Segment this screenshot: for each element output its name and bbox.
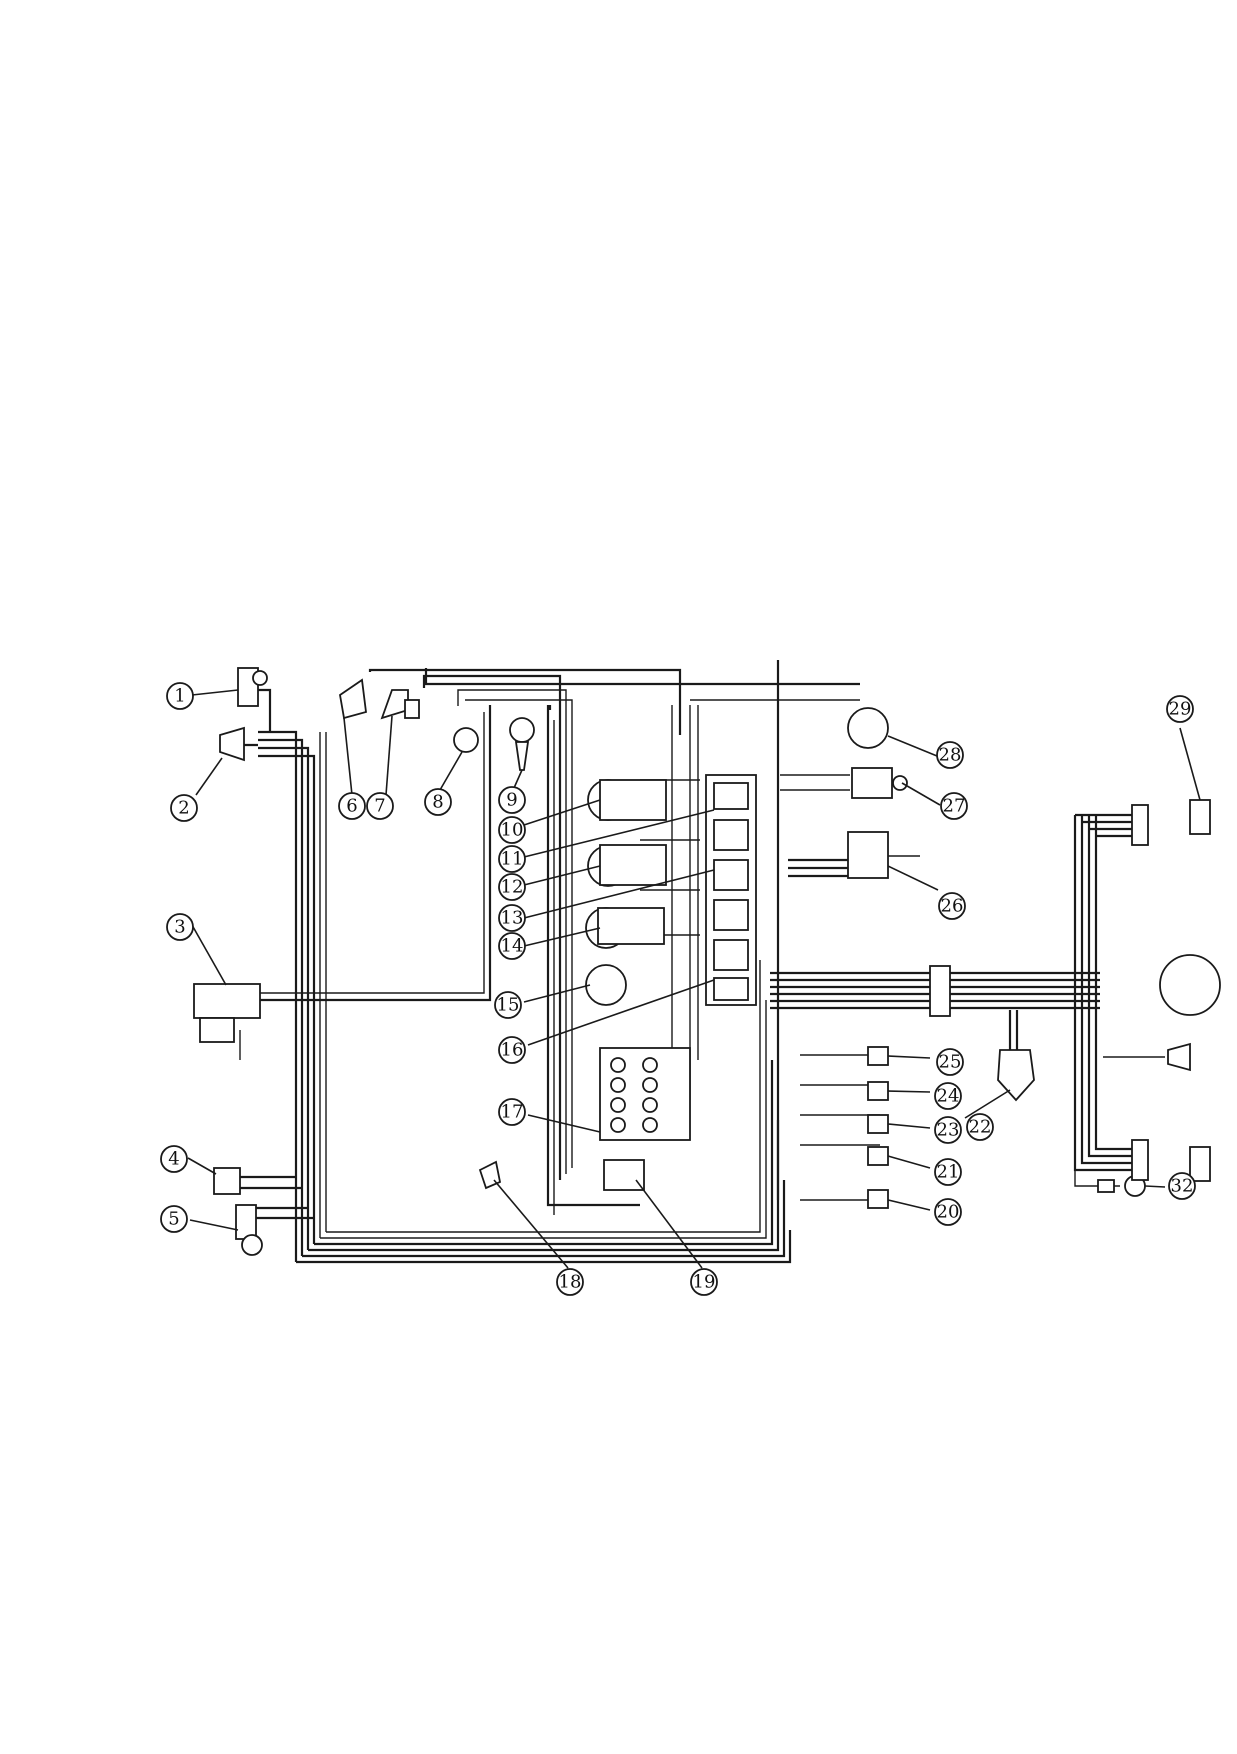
callout-28: 28 xyxy=(936,741,964,769)
callout-leaders xyxy=(187,689,1201,1269)
component-24 xyxy=(867,1081,889,1101)
callout-label-27: 27 xyxy=(943,796,966,817)
callout-label-32: 32 xyxy=(1171,1176,1194,1197)
callout-label-2: 2 xyxy=(178,798,189,819)
callout-label-28: 28 xyxy=(939,745,962,766)
callout-19: 19 xyxy=(690,1268,718,1296)
component-15 xyxy=(585,964,627,1006)
callout-26: 26 xyxy=(938,892,966,920)
callout-label-13: 13 xyxy=(501,908,524,929)
callout-label-19: 19 xyxy=(693,1272,716,1293)
component-21 xyxy=(867,1146,889,1166)
callout-6: 6 xyxy=(338,792,366,820)
callout-5: 5 xyxy=(160,1205,188,1233)
callout-24: 24 xyxy=(934,1082,962,1110)
callout-29: 29 xyxy=(1166,695,1194,723)
callout-label-5: 5 xyxy=(168,1209,179,1230)
callout-label-21: 21 xyxy=(937,1162,960,1183)
callout-22: 22 xyxy=(966,1113,994,1141)
callout-label-11: 11 xyxy=(501,849,524,870)
horn-right xyxy=(1167,1042,1191,1072)
callout-18: 18 xyxy=(556,1268,584,1296)
component-29 xyxy=(1189,799,1211,835)
component-4 xyxy=(213,1167,241,1195)
callout-11: 11 xyxy=(498,845,526,873)
connector-right xyxy=(1159,954,1221,1016)
callout-1: 1 xyxy=(166,682,194,710)
callout-13: 13 xyxy=(498,904,526,932)
component-6 xyxy=(339,678,367,720)
component-28 xyxy=(847,707,889,749)
callout-label-8: 8 xyxy=(432,792,443,813)
component-9 xyxy=(509,717,535,743)
callout-4: 4 xyxy=(160,1145,188,1173)
component-8 xyxy=(453,727,479,753)
callout-10: 10 xyxy=(498,816,526,844)
callout-label-9: 9 xyxy=(506,790,517,811)
callout-label-10: 10 xyxy=(501,820,524,841)
callout-25: 25 xyxy=(936,1048,964,1076)
callout-20: 20 xyxy=(934,1198,962,1226)
component-19 xyxy=(603,1159,645,1191)
callout-7: 7 xyxy=(366,792,394,820)
callout-27: 27 xyxy=(940,792,968,820)
callout-12: 12 xyxy=(498,873,526,901)
component-2 xyxy=(219,726,245,762)
callout-21: 21 xyxy=(934,1158,962,1186)
callout-label-22: 22 xyxy=(969,1117,992,1138)
callout-label-14: 14 xyxy=(501,936,524,957)
callout-label-25: 25 xyxy=(939,1052,962,1073)
callout-9: 9 xyxy=(498,786,526,814)
callout-label-15: 15 xyxy=(497,995,520,1016)
callout-label-7: 7 xyxy=(374,796,385,817)
callout-17: 17 xyxy=(498,1098,526,1126)
callout-label-3: 3 xyxy=(174,917,185,938)
callout-14: 14 xyxy=(498,932,526,960)
callout-label-16: 16 xyxy=(501,1040,524,1061)
component-22 xyxy=(997,1049,1035,1102)
component-25 xyxy=(867,1046,889,1066)
callout-label-26: 26 xyxy=(941,896,964,917)
components xyxy=(193,667,1221,1256)
callout-16: 16 xyxy=(498,1036,526,1064)
callout-32: 32 xyxy=(1168,1172,1196,1200)
callout-label-18: 18 xyxy=(559,1272,582,1293)
callout-label-1: 1 xyxy=(174,686,185,707)
callout-label-12: 12 xyxy=(501,877,524,898)
component-20 xyxy=(867,1189,889,1209)
component-23 xyxy=(867,1114,889,1134)
callout-label-17: 17 xyxy=(501,1102,524,1123)
component-3 xyxy=(193,983,261,1019)
lamp-right-lower xyxy=(1189,1146,1211,1182)
wire-harness xyxy=(228,660,1165,1264)
component-26 xyxy=(847,831,889,879)
component-5 xyxy=(235,1204,257,1240)
callout-15: 15 xyxy=(494,991,522,1019)
component-27 xyxy=(851,767,893,799)
callout-label-4: 4 xyxy=(168,1149,179,1170)
callout-label-23: 23 xyxy=(937,1120,960,1141)
callout-8: 8 xyxy=(424,788,452,816)
callout-label-6: 6 xyxy=(346,796,357,817)
component-7 xyxy=(380,689,409,720)
callout-label-29: 29 xyxy=(1169,699,1192,720)
callout-label-24: 24 xyxy=(937,1086,960,1107)
callout-label-20: 20 xyxy=(937,1202,960,1223)
callout-3: 3 xyxy=(166,913,194,941)
callout-2: 2 xyxy=(170,794,198,822)
callout-23: 23 xyxy=(934,1116,962,1144)
